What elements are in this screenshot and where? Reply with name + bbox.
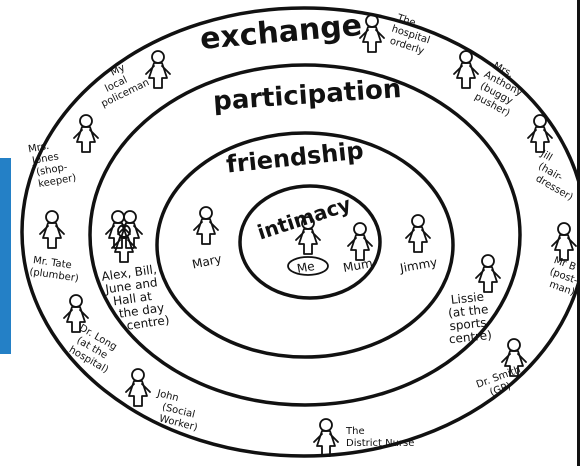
me-figure-icon (287, 216, 329, 276)
lissie-label: Lissie (at the sports centre) (447, 290, 492, 347)
svg-text:District Nurse: District Nurse (346, 438, 414, 449)
lissie-figure-icon (475, 254, 501, 293)
district-nurse-label: The District Nurse (345, 426, 414, 449)
me-label: Me (296, 259, 316, 276)
district-nurse-icon (313, 418, 339, 457)
svg-text:centre): centre) (126, 313, 171, 333)
participation-ring (88, 63, 522, 407)
svg-text:Mrs.: Mrs. (27, 141, 50, 156)
svg-text:the day: the day (118, 300, 165, 320)
day-centre-group-icon (105, 210, 143, 263)
day-centre-group-label: Alex, Bill, June and Hall at the day cen… (101, 262, 171, 333)
mrs-anthony-icon (453, 50, 479, 89)
right-edge-line (577, 0, 580, 466)
jimmy-label: Jimmy (398, 255, 438, 275)
left-accent-bar (0, 158, 11, 354)
participation-title: participation (212, 74, 402, 117)
svg-text:The: The (345, 426, 365, 437)
mary-label: Mary (191, 252, 223, 272)
john-label: John (Social Worker) (155, 388, 199, 434)
exchange-ring (20, 6, 580, 458)
svg-text:(plumber): (plumber) (29, 267, 80, 285)
svg-text:John: John (155, 388, 180, 404)
svg-text:sports: sports (449, 315, 487, 333)
svg-text:centre): centre) (448, 328, 492, 346)
svg-text:Jones: Jones (30, 151, 59, 167)
mrs-jones-icon (73, 114, 99, 153)
svg-text:Jill: Jill (538, 148, 554, 164)
mr-tate-icon (39, 210, 65, 249)
policeman-label: My local policeman (100, 62, 151, 110)
svg-text:(at the: (at the (447, 302, 488, 320)
exchange-title: exchange (199, 8, 364, 57)
svg-text:(shop-: (shop- (35, 162, 68, 178)
mr-b-label: Mr B (post- man) (548, 255, 580, 298)
john-icon (125, 368, 151, 407)
mum-figure-icon (347, 222, 373, 261)
jimmy-figure-icon (405, 214, 431, 253)
mrs-jones-label: Mrs. Jones (shop- keeper) (27, 141, 77, 190)
jill-label: Jill (hair- dresser) (534, 148, 575, 203)
mary-figure-icon (193, 206, 219, 245)
mrs-anthony-label: Mrs. Anthony (buggy pusher) (472, 61, 524, 120)
intimacy-ring (238, 184, 382, 300)
svg-text:Lissie: Lissie (450, 290, 485, 307)
policeman-icon (145, 50, 171, 89)
mr-tate-label: Mr. Tate (plumber) (29, 255, 80, 285)
mum-label: Mum (342, 256, 374, 275)
dr-long-label: Dr. Long (at the hospital) (67, 323, 119, 376)
hospital-orderly-icon (359, 14, 385, 53)
svg-text:Hall at: Hall at (112, 289, 153, 308)
svg-text:Mr. Tate: Mr. Tate (32, 255, 72, 271)
dr-smith-label: Dr. Smith (GP) (475, 364, 522, 398)
friendship-ring (155, 131, 455, 359)
